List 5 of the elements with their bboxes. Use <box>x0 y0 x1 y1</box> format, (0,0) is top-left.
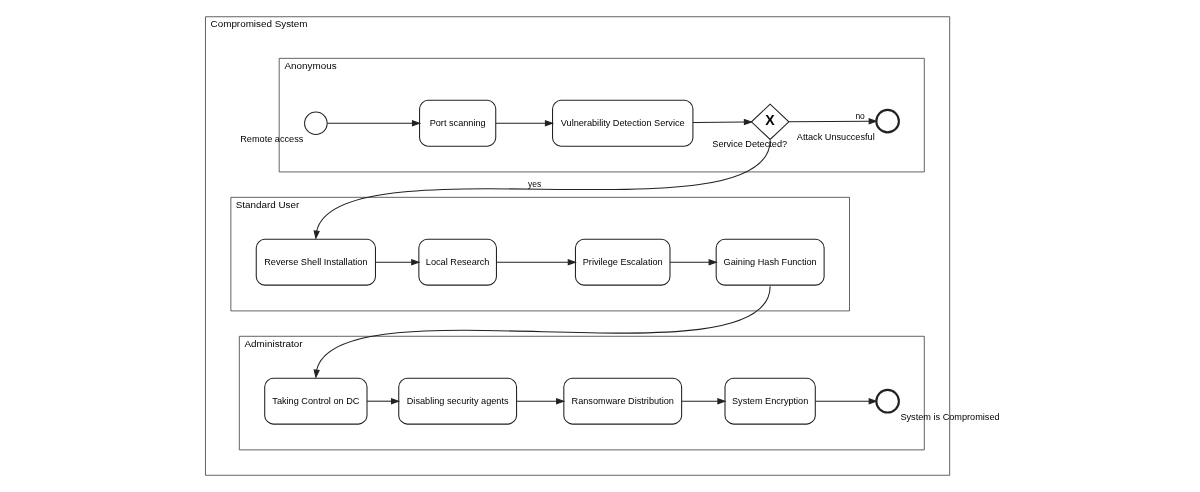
node-label: Service Detected? <box>711 138 787 149</box>
edge-label: yes <box>527 179 541 190</box>
edge-label: no <box>854 111 865 122</box>
node-label: Attack Unsuccesful <box>796 131 875 142</box>
node-label: System is Compromised <box>899 411 1000 422</box>
